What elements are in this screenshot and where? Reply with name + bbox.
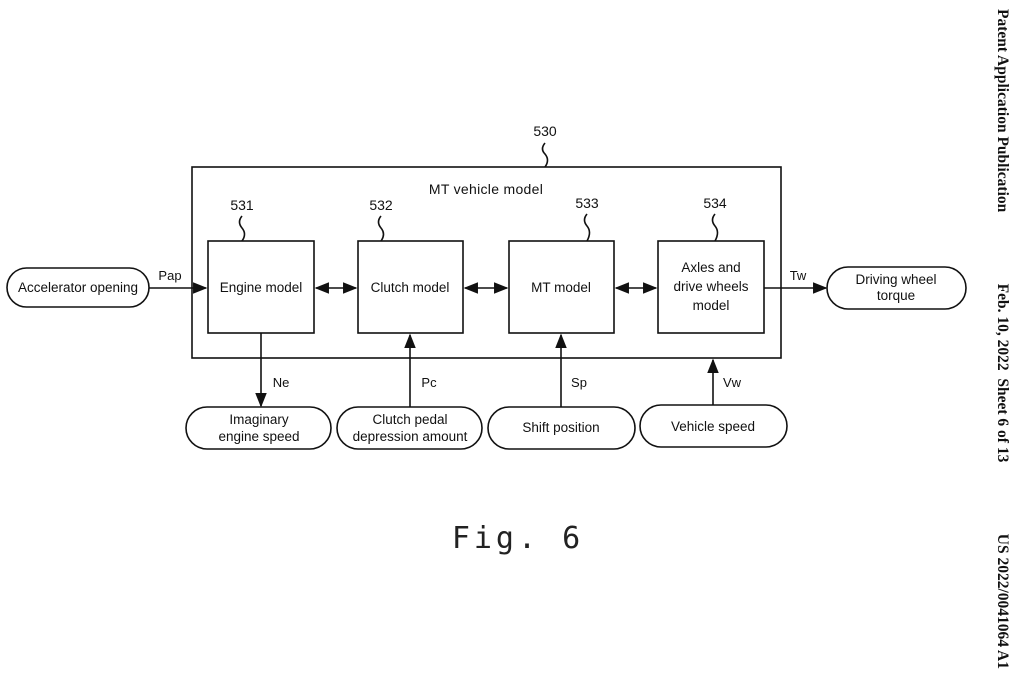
publication-date-sheet: Feb. 10, 2022 Sheet 6 of 13	[993, 283, 1011, 462]
driving-wheel-torque-line1: Driving wheel	[855, 272, 936, 287]
mt-model-block: MT model	[508, 240, 615, 334]
accelerator-opening-terminal: Accelerator opening	[6, 267, 150, 308]
vehicle-speed-label: Vehicle speed	[671, 419, 755, 434]
imaginary-engine-speed-line1: Imaginary	[229, 412, 289, 427]
signal-ne: Ne	[273, 375, 290, 390]
figure-label: Fig. 6	[452, 521, 584, 556]
axles-model-label-line3: model	[693, 298, 730, 313]
accelerator-opening-label: Accelerator opening	[18, 280, 138, 295]
ref-530: 530	[533, 123, 557, 139]
publication-date: Feb. 10, 2022	[994, 283, 1011, 371]
publication-type: Patent Application Publication	[994, 8, 1011, 212]
clutch-pedal-line1: Clutch pedal	[372, 412, 447, 427]
signal-sp: Sp	[571, 375, 587, 390]
ref-534: 534	[703, 195, 727, 211]
signal-tw: Tw	[790, 268, 807, 283]
publication-number: US 2022/0041064 A1	[994, 533, 1011, 669]
axles-drive-wheels-model-block: Axles and drive wheels model	[657, 240, 765, 334]
mt-model-label: MT model	[531, 280, 591, 295]
engine-model-block: Engine model	[207, 240, 315, 334]
leader-532	[377, 215, 385, 242]
driving-wheel-torque-terminal: Driving wheel torque	[826, 266, 967, 310]
leader-530	[541, 142, 549, 168]
imaginary-engine-speed-line2: engine speed	[218, 429, 299, 444]
shift-position-terminal: Shift position	[487, 406, 636, 450]
ref-532: 532	[369, 197, 393, 213]
vehicle-speed-terminal: Vehicle speed	[639, 404, 788, 448]
clutch-pedal-terminal: Clutch pedal depression amount	[336, 406, 483, 450]
patent-header: Patent Application Publication Feb. 10, …	[980, 0, 1024, 677]
clutch-pedal-line2: depression amount	[353, 429, 468, 444]
signal-pap: Pap	[158, 268, 181, 283]
ref-533: 533	[575, 195, 599, 211]
leader-534	[711, 213, 719, 242]
signal-pc: Pc	[421, 375, 437, 390]
signal-vw: Vw	[723, 375, 742, 390]
engine-model-label: Engine model	[220, 280, 303, 295]
driving-wheel-torque-line2: torque	[877, 288, 915, 303]
clutch-model-label: Clutch model	[371, 280, 450, 295]
shift-position-label: Shift position	[522, 420, 599, 435]
clutch-model-block: Clutch model	[357, 240, 464, 334]
patent-header-text: Patent Application Publication Feb. 10, …	[993, 9, 1011, 669]
imaginary-engine-speed-terminal: Imaginary engine speed	[185, 406, 332, 450]
leader-533	[583, 213, 591, 242]
axles-model-label-line1: Axles and	[681, 260, 740, 275]
sheet-number: Sheet 6 of 13	[994, 377, 1011, 462]
leader-531	[238, 215, 246, 242]
axles-model-label-line2: drive wheels	[673, 279, 748, 294]
mt-vehicle-model-title: MT vehicle model	[429, 181, 543, 197]
ref-531: 531	[230, 197, 254, 213]
